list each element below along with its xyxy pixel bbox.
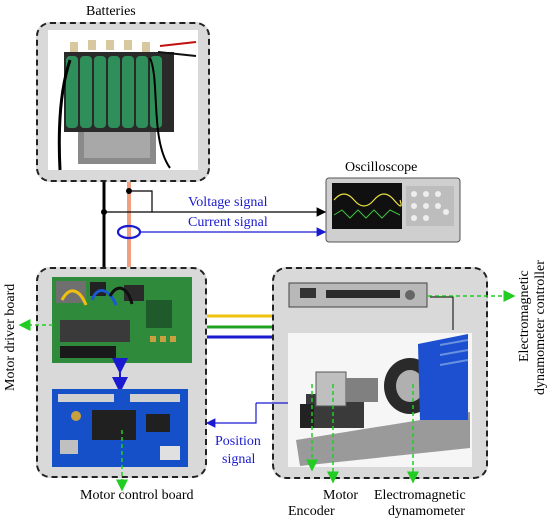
- test-bench-photo: [288, 333, 472, 467]
- em-dynamometer-label-1: Electromagnetic: [374, 488, 466, 503]
- current-signal-label: Current signal: [188, 215, 268, 230]
- motor-control-board-photo: [52, 389, 188, 467]
- motor-driver-board-photo: [52, 277, 192, 363]
- batteries-label: Batteries: [86, 4, 136, 19]
- oscilloscope-label: Oscilloscope: [345, 160, 418, 175]
- motor-control-board-label: Motor control board: [80, 488, 194, 503]
- motor-driver-board-label: Motor driver board: [3, 283, 18, 391]
- em-dynamometer-label-2: dynamometer: [388, 504, 465, 519]
- em-controller-label-1: Electromagnetic: [517, 270, 532, 362]
- voltage-signal-label: Voltage signal: [188, 195, 268, 210]
- encoder-label: Encoder: [288, 504, 335, 519]
- position-signal-arrow: [205, 403, 257, 428]
- voltage-tap-wire: [129, 190, 153, 212]
- position-signal-label-1: Position: [215, 434, 261, 449]
- dynamometer-controller-image: [288, 282, 428, 308]
- motor-label: Motor: [323, 488, 358, 503]
- controller-cable: [430, 296, 454, 330]
- oscilloscope-image: [325, 177, 461, 243]
- em-controller-label-2: dynamometer controller: [533, 260, 548, 395]
- battery-pack-photo: [48, 30, 198, 171]
- position-signal-label-2: signal: [222, 452, 256, 467]
